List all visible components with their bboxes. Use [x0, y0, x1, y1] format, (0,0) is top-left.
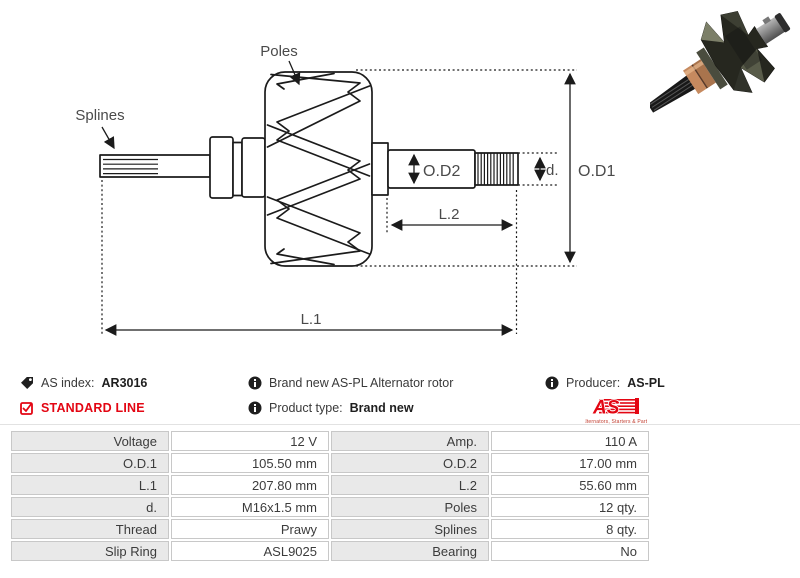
l1-label: L.1: [301, 311, 322, 328]
info-icon: [545, 376, 559, 389]
poles-label: Poles: [260, 43, 298, 60]
producer-label: Producer:: [566, 375, 621, 390]
product-type-value: Brand new: [349, 400, 414, 415]
spec-label: Slip Ring: [11, 541, 169, 561]
spec-label: d.: [11, 497, 169, 517]
l2-label: L.2: [439, 206, 460, 223]
table-row: Slip Ring ASL9025 Bearing No: [11, 541, 649, 561]
as-logo-text: AS: [592, 398, 620, 419]
table-row: Voltage 12 V Amp. 110 A: [11, 431, 649, 451]
threaded-end: [474, 152, 519, 186]
standard-line-checkbox-icon: [20, 401, 33, 415]
spec-value: Prawy: [171, 519, 329, 539]
as-index-row: AS index: AR3016: [20, 374, 147, 391]
product-info-bar: AS index: AR3016 STANDARD LINE Brand new…: [0, 374, 800, 425]
table-row: Thread Prawy Splines 8 qty.: [11, 519, 649, 539]
spec-value: 55.60 mm: [491, 475, 649, 495]
as-logo-subtext: Alternators, Starters & Parts: [585, 419, 647, 425]
shaft-collar-1: [209, 136, 234, 199]
spec-value: 8 qty.: [491, 519, 649, 539]
producer-row: Producer: AS-PL: [545, 374, 665, 391]
as-pl-logo: AS Alternators, Starters & Parts: [582, 396, 650, 429]
shaft-collar-2: [241, 137, 266, 198]
spec-label: L.2: [331, 475, 489, 495]
spec-value: ASL9025: [171, 541, 329, 561]
spec-value: 207.80 mm: [171, 475, 329, 495]
tag-icon: [21, 376, 33, 389]
spec-value: 12 V: [171, 431, 329, 451]
spec-value: 17.00 mm: [491, 453, 649, 473]
od2-label: O.D2: [423, 163, 460, 180]
section-divider: [0, 424, 800, 425]
standard-line-row: STANDARD LINE: [20, 399, 147, 416]
info-column-index: AS index: AR3016 STANDARD LINE: [20, 374, 147, 424]
spec-label: Voltage: [11, 431, 169, 451]
table-row: O.D.1 105.50 mm O.D.2 17.00 mm: [11, 453, 649, 473]
spec-value: M16x1.5 mm: [171, 497, 329, 517]
spec-value: No: [491, 541, 649, 561]
info-column-description: Brand new AS-PL Alternator rotor Product…: [248, 374, 453, 424]
info-column-producer: Producer: AS-PL AS Alternators, Starters…: [545, 374, 665, 429]
spec-label: L.1: [11, 475, 169, 495]
spec-label: Splines: [331, 519, 489, 539]
od1-label: O.D1: [578, 163, 615, 180]
poles-arrow: [288, 60, 301, 86]
as-logo-stripes: [599, 398, 639, 414]
rotor-product-photo: [650, 10, 791, 113]
spec-value: 105.50 mm: [171, 453, 329, 473]
spec-label: Poles: [331, 497, 489, 517]
product-type-row: Product type: Brand new: [248, 399, 453, 416]
spec-label: Bearing: [331, 541, 489, 561]
splines-arrow: [101, 126, 115, 150]
description-text: Brand new AS-PL Alternator rotor: [269, 375, 454, 390]
description-row: Brand new AS-PL Alternator rotor: [248, 374, 453, 391]
spec-table: Voltage 12 V Amp. 110 A O.D.1 105.50 mm …: [9, 429, 651, 563]
rotor-technical-drawing: O.D1 d. O.D2 L.2 L.1 Poles Splines: [75, 43, 615, 336]
table-row: d. M16x1.5 mm Poles 12 qty.: [11, 497, 649, 517]
spec-label: Thread: [11, 519, 169, 539]
info-icon: [248, 376, 262, 389]
standard-line-label: STANDARD LINE: [41, 400, 145, 415]
product-type-label: Product type:: [269, 400, 343, 415]
pole-body: [264, 71, 373, 267]
info-icon: [248, 401, 262, 414]
producer-value: AS-PL: [627, 375, 665, 390]
rear-collar: [371, 142, 389, 196]
as-index-value: AR3016: [101, 375, 148, 390]
d-label: d.: [546, 162, 559, 179]
splined-shaft: [99, 154, 211, 178]
as-index-label: AS index:: [41, 375, 95, 390]
spec-value: 110 A: [491, 431, 649, 451]
spec-label: Amp.: [331, 431, 489, 451]
splines-label: Splines: [75, 107, 124, 124]
spec-label: O.D.2: [331, 453, 489, 473]
shaft-step: [232, 141, 243, 197]
spec-label: O.D.1: [11, 453, 169, 473]
spec-value: 12 qty.: [491, 497, 649, 517]
table-row: L.1 207.80 mm L.2 55.60 mm: [11, 475, 649, 495]
